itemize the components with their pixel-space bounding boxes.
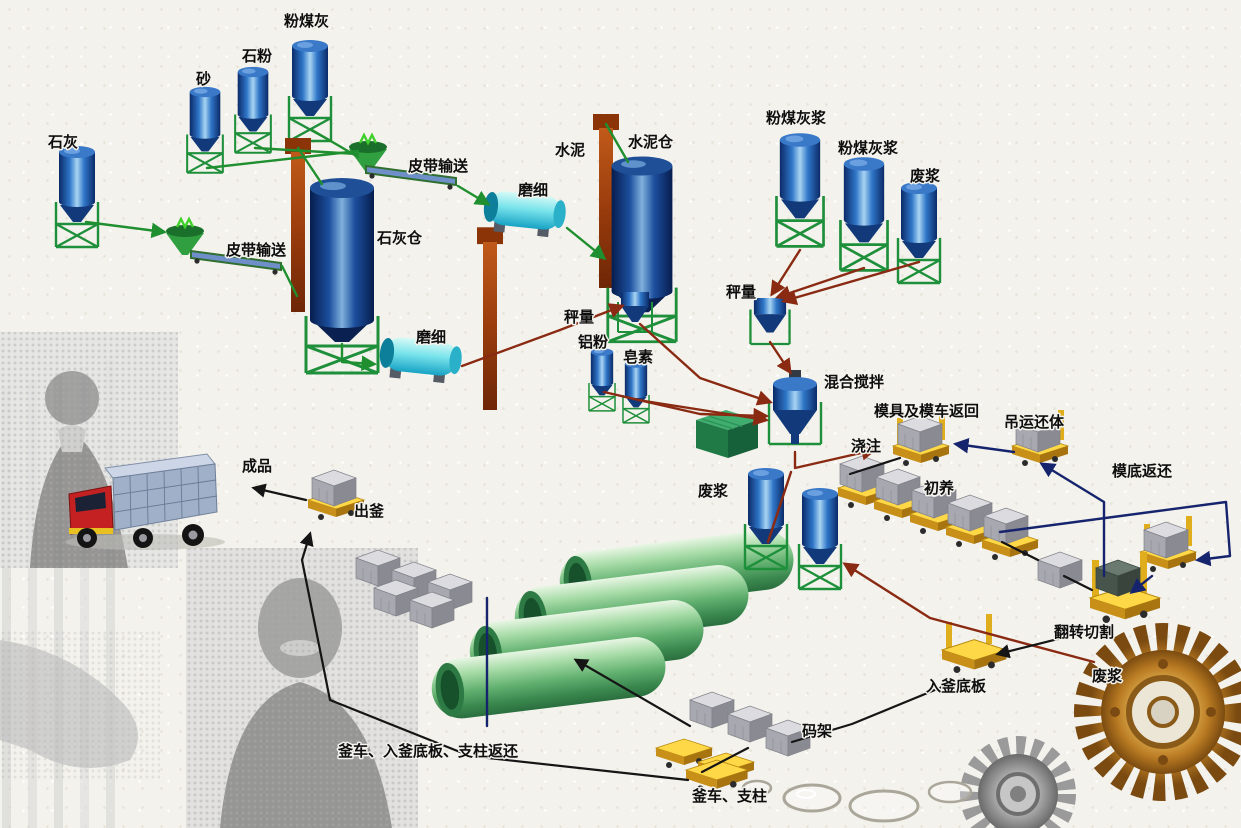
label-belt-conveyor-left: 皮带输送 [226, 241, 287, 259]
photo-businessman-bottom [186, 548, 418, 828]
silo-fly-ash [287, 38, 333, 143]
label-fly-ash: 粉煤灰 [284, 12, 329, 30]
flow-line [573, 658, 692, 728]
tank-waste-slurry-top [896, 180, 942, 285]
label-weighing-right: 秤量 [726, 283, 756, 301]
label-mixing: 混合搅拌 [824, 373, 884, 391]
label-lime-silo: 石灰仓 [376, 229, 423, 247]
label-stone-powder: 石粉 [241, 47, 272, 65]
material-flow-green [84, 122, 630, 372]
flow-line [456, 184, 491, 206]
slurry-flow-red [460, 248, 1096, 664]
label-waste-slurry-top: 废浆 [910, 167, 941, 185]
label-fly-ash-slurry-2: 粉煤灰浆 [838, 139, 899, 157]
truck-illustration [65, 453, 225, 550]
label-lime: 石灰 [47, 133, 78, 151]
label-aluminum-powder: 铝粉 [578, 333, 608, 351]
flow-line [768, 340, 792, 375]
flow-line [636, 398, 770, 426]
silo-stone-powder [234, 65, 272, 154]
diagram-labels: 石灰 砂 石粉 粉煤灰 皮带输送 皮带输送 石灰仓 磨细 磨细 水泥 水泥仓 秤… [46, 11, 1175, 807]
flow-line [310, 128, 360, 159]
flow-line [998, 500, 1232, 567]
label-waste-slurry-bottom: 废浆 [1092, 667, 1123, 685]
tank-fly-ash-slurry-1 [775, 131, 825, 248]
label-cart-plate-support-return: 釜车、入釜底板、支柱返还 [337, 742, 519, 760]
flow-line [340, 342, 378, 372]
tank-aluminum-powder [588, 347, 616, 412]
flow-line [604, 122, 630, 164]
label-mold-bottom-return: 模底返还 [1112, 462, 1173, 480]
flow-line [848, 456, 902, 476]
flow-line [995, 626, 1104, 659]
crane-transfer-cart [1011, 410, 1069, 467]
tank-waste-slurry-mid-2 [797, 486, 843, 591]
label-saponin: 皂素 [623, 348, 653, 366]
photo-hand [0, 630, 160, 780]
window-blinds [2, 360, 115, 828]
flow-line [84, 220, 168, 239]
flow-line [296, 146, 324, 186]
flow-line [1000, 540, 1040, 562]
gear-gray-illustration [960, 736, 1076, 828]
mixer-unit [767, 368, 823, 446]
flow-line [952, 437, 1016, 454]
label-weighing-left: 秤量 [564, 308, 594, 326]
label-pouring: 浇注 [851, 437, 881, 455]
pouring-cart [892, 410, 950, 467]
label-waste-slurry-mid: 废浆 [698, 482, 729, 500]
flow-line [1062, 574, 1094, 592]
flow-line [842, 562, 1096, 664]
tank-fly-ash-slurry-2 [839, 155, 889, 272]
label-fly-ash-slurry-1: 粉煤灰浆 [766, 109, 827, 127]
silo-sand [186, 85, 224, 174]
bucket-elevator-lime [285, 138, 311, 312]
flow-line [700, 746, 750, 774]
silo-lime [54, 144, 100, 249]
label-belt-conveyor-top: 皮带输送 [408, 157, 469, 175]
flow-line [793, 445, 878, 470]
flow-line [299, 531, 690, 782]
flow-line [790, 676, 966, 744]
label-sand: 砂 [196, 70, 211, 88]
flow-line [638, 322, 773, 406]
label-mold-and-cart-return: 模具及模车返回 [874, 402, 979, 420]
flow-line [770, 248, 802, 297]
flow-line [253, 146, 360, 156]
label-flip-cutting: 翻转切割 [1054, 623, 1114, 641]
label-autoclave-bottom-plate: 入釜底板 [926, 677, 987, 695]
label-autoclave-out: 出釜 [354, 502, 385, 520]
label-crane-transfer: 吊运还体 [1004, 413, 1065, 431]
flow-line [205, 149, 360, 170]
bucket-elevator-mid [477, 227, 503, 410]
feed-funnel-left [164, 217, 206, 257]
flow-line [766, 470, 793, 544]
flow-line [1129, 574, 1154, 594]
flow-line [460, 303, 625, 368]
flow-line [565, 226, 607, 260]
label-initial-curing: 初养 [924, 479, 955, 497]
label-grinding-bottom: 磨细 [415, 328, 446, 346]
tank-saponin [622, 359, 650, 424]
flow-line [781, 260, 921, 306]
autoclave-plate-cart [941, 614, 1007, 674]
label-cart-and-support: 釜车、支柱 [691, 787, 767, 805]
return-flow-blue [485, 437, 1232, 728]
mold-bottom-return-cart [1139, 516, 1197, 573]
label-cement: 水泥 [555, 141, 585, 159]
gear-gold-illustration [1074, 623, 1241, 801]
weighing-hopper-right [749, 296, 791, 346]
flip-cutting-machine [1089, 552, 1161, 624]
label-grinding-top: 磨细 [517, 181, 548, 199]
flow-line [1039, 462, 1106, 578]
water-droplets [741, 779, 973, 823]
flow-line [280, 264, 299, 298]
label-cement-silo: 水泥仓 [628, 133, 674, 151]
flow-line [251, 483, 308, 502]
transport-flow-black [251, 456, 1104, 782]
label-stacking-rack: 码架 [802, 722, 832, 740]
autoclave-vessels [431, 530, 794, 719]
flow-line [602, 390, 770, 424]
label-finished-product: 成品 [242, 457, 272, 475]
